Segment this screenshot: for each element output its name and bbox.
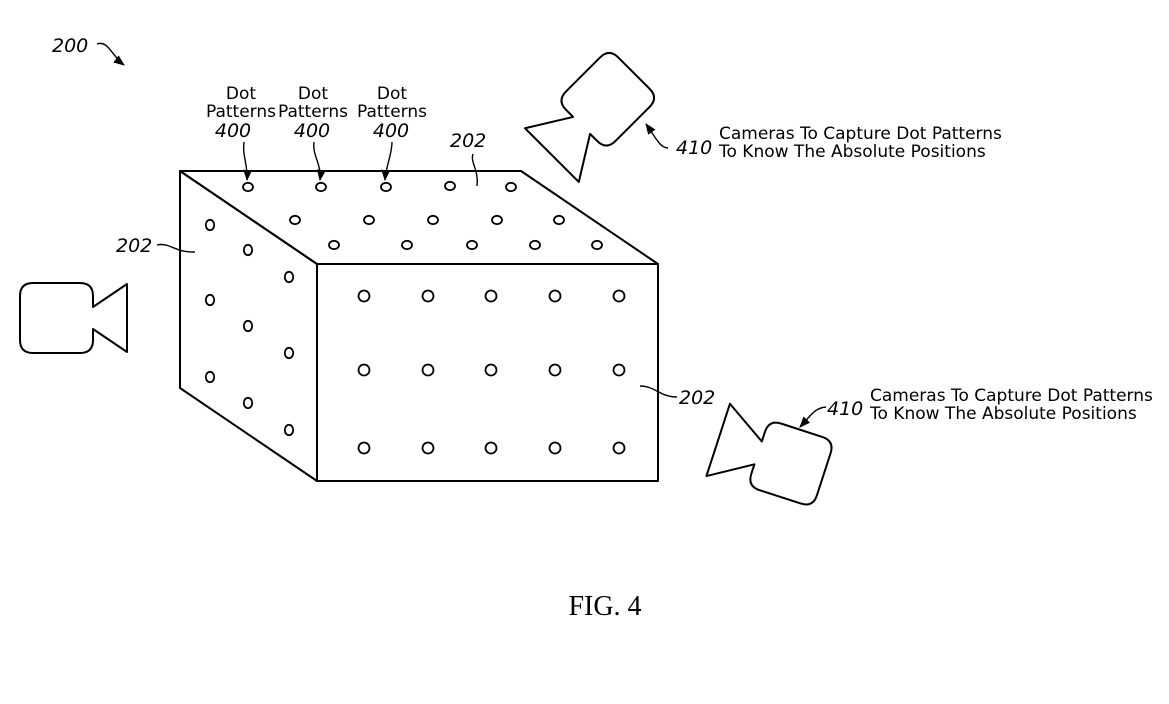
dot-marker: [548, 289, 562, 303]
dot-marker: [427, 214, 439, 226]
svg-text:Patterns: Patterns: [206, 102, 276, 122]
dot-marker: [505, 181, 517, 193]
camera-icon-left: [19, 282, 128, 354]
surface-ref-front-leader: [639, 385, 678, 398]
dot-marker: [466, 239, 478, 251]
dot-marker: [357, 289, 371, 303]
svg-text:Patterns: Patterns: [278, 102, 348, 122]
dot-marker: [204, 370, 216, 384]
dot-marker: [363, 214, 375, 226]
dot-marker: [204, 218, 216, 232]
dot-marker: [242, 396, 254, 410]
dot-pattern-arrow-3: [381, 141, 393, 182]
front-face-dots: [357, 289, 626, 455]
camera-desc-top-line2: To Know The Absolute Positions: [718, 142, 986, 162]
camera-desc-top-line1: Cameras To Capture Dot Patterns: [719, 124, 1002, 144]
camera-ref-top: 410: [676, 137, 712, 159]
svg-text:Patterns: Patterns: [357, 102, 427, 122]
top-face-dots: [242, 180, 603, 251]
dot-marker: [444, 180, 456, 192]
dot-marker: [421, 289, 435, 303]
svg-text:400: 400: [215, 120, 251, 142]
dot-marker: [491, 214, 503, 226]
camera-ref-arrow-bottom: [799, 406, 827, 428]
dot-marker: [484, 363, 498, 377]
svg-text:Dot: Dot: [226, 84, 256, 104]
dot-marker: [357, 441, 371, 455]
dot-marker: [242, 181, 254, 193]
dot-marker: [529, 239, 541, 251]
svg-text:Dot: Dot: [298, 84, 328, 104]
svg-text:400: 400: [294, 120, 330, 142]
dot-marker: [204, 293, 216, 307]
camera-icon-bottom-right: [705, 402, 833, 506]
camera-ref-bottom: 410: [827, 398, 863, 420]
dot-marker: [612, 441, 626, 455]
surface-ref-left: 202: [116, 235, 152, 257]
dot-marker: [421, 441, 435, 455]
dot-pattern-label-1: Dot Patterns 400: [206, 84, 276, 182]
dot-marker: [548, 363, 562, 377]
camera-desc-bottom-line1: Cameras To Capture Dot Patterns: [870, 386, 1153, 406]
surface-ref-top: 202: [450, 130, 486, 152]
dot-marker: [283, 270, 295, 284]
dot-marker: [380, 181, 392, 193]
dot-marker: [315, 181, 327, 193]
dot-marker: [612, 363, 626, 377]
dot-marker: [242, 243, 254, 257]
cube-front-face: [316, 263, 659, 482]
dot-marker: [401, 239, 413, 251]
cube: [179, 170, 659, 482]
surface-ref-left-leader: [156, 243, 196, 253]
dot-marker: [553, 214, 565, 226]
dot-marker: [484, 441, 498, 455]
dot-pattern-arrow-2: [313, 141, 326, 182]
camera-icon-top-right: [524, 51, 656, 183]
svg-text:400: 400: [373, 120, 409, 142]
dot-marker: [591, 239, 603, 251]
surface-ref-top-leader: [471, 153, 478, 187]
dot-marker: [289, 214, 301, 226]
figure-ref-200: 200: [52, 35, 88, 57]
dot-pattern-label-2: Dot Patterns 400: [278, 84, 348, 182]
figure-ref-arrow: [96, 42, 125, 66]
camera-ref-arrow-top: [645, 123, 669, 149]
dot-marker: [612, 289, 626, 303]
left-face-dots: [204, 218, 295, 437]
dot-pattern-label-3: Dot Patterns 400: [357, 84, 427, 182]
svg-text:Dot: Dot: [377, 84, 407, 104]
surface-ref-front: 202: [679, 387, 715, 409]
dot-marker: [484, 289, 498, 303]
dot-marker: [548, 441, 562, 455]
figure-caption: FIG. 4: [568, 591, 641, 622]
dot-marker: [328, 239, 340, 251]
camera-desc-bottom-line2: To Know The Absolute Positions: [869, 404, 1137, 424]
dot-marker: [283, 423, 295, 437]
dot-marker: [421, 363, 435, 377]
dot-marker: [357, 363, 371, 377]
dot-marker: [242, 319, 254, 333]
dot-marker: [283, 346, 295, 360]
dot-pattern-arrow-1: [242, 141, 253, 182]
